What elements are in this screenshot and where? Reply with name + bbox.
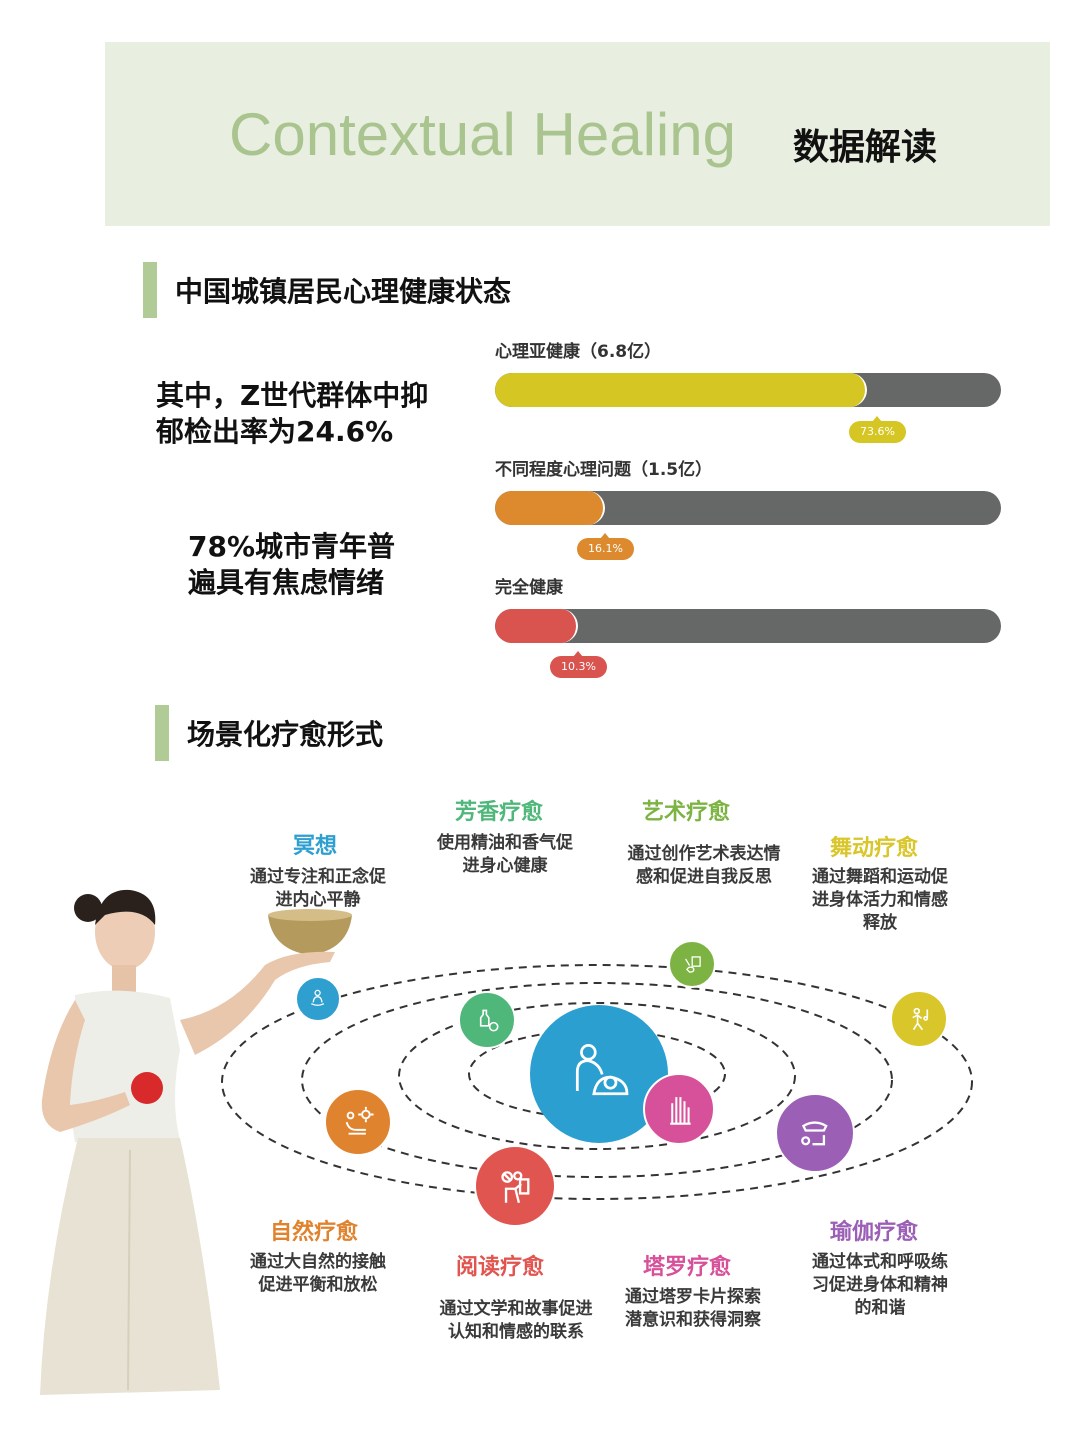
stat-genz-depression: 其中，Z世代群体中抑 郁检出率为24.6% [156, 378, 428, 450]
header-banner: Contextual Healing 数据解读 [105, 42, 1050, 226]
aroma-node [458, 991, 516, 1049]
reading-node [474, 1145, 556, 1227]
yoga-pose-icon [801, 1121, 828, 1146]
bar-label: 完全健康 [495, 578, 563, 598]
therapist-client-icon [575, 1043, 628, 1095]
bar-fill-problems [495, 491, 606, 525]
nature-node [324, 1088, 392, 1156]
header-title-cn: 数据解读 [793, 127, 938, 168]
essential-oil-icon [479, 1009, 499, 1032]
bar-track [495, 373, 1001, 407]
section-heading-healing-forms: 场景化疗愈形式 [155, 705, 383, 761]
section-heading-mental-health: 中国城镇居民心理健康状态 [143, 262, 511, 318]
healing-title-aroma: 芳香疗愈 [455, 800, 544, 825]
healing-desc-reading: 通过文学和故事促进认知和情感的联系 [439, 1299, 593, 1342]
stat-line: 78%城市青年普 [188, 530, 396, 563]
bar-fill-subhealth [495, 373, 868, 407]
healing-title-reading: 阅读疗愈 [456, 1255, 545, 1280]
healing-title-tarot: 塔罗疗愈 [643, 1255, 732, 1280]
healing-title-dance: 舞动疗愈 [830, 836, 919, 861]
bar-value-tag: 16.1% [577, 533, 634, 560]
stat-line: 遍具有焦虑情绪 [188, 566, 385, 599]
reading-icon [500, 1170, 530, 1203]
healing-desc-art: 通过创作艺术表达情感和促进自我反思 [627, 844, 781, 887]
bar-label: 心理亚健康（6.8亿） [495, 342, 662, 362]
bar-value-tag: 73.6% [849, 416, 906, 443]
bar-track [495, 491, 1001, 525]
bar-value-tag: 10.3% [550, 651, 607, 678]
dance-node [890, 990, 948, 1048]
healing-desc-yoga: 通过体式和呼吸练习促进身体和精神的和谐 [812, 1252, 948, 1318]
healing-title-nature: 自然疗愈 [270, 1220, 359, 1245]
healing-desc-meditation: 通过专注和正念促进内心平静 [250, 867, 386, 910]
bar-label: 不同程度心理问题（1.5亿） [495, 460, 713, 480]
stat-youth-anxiety: 78%城市青年普 遍具有焦虑情绪 [188, 529, 395, 601]
meditation-icon [311, 990, 325, 1007]
dancer-icon [912, 1007, 928, 1031]
art-node [668, 940, 716, 988]
section-accent-bar [155, 705, 169, 761]
section-accent-bar [143, 262, 157, 318]
sunbathing-icon [345, 1106, 374, 1135]
healing-title-yoga: 瑜伽疗愈 [830, 1220, 919, 1245]
bar-track [495, 609, 1001, 643]
bar-fill-healthy [495, 609, 578, 643]
meditation-node [295, 976, 341, 1022]
section-title: 场景化疗愈形式 [187, 718, 384, 751]
yoga-node [775, 1093, 855, 1173]
stat-line: 郁检出率为24.6% [156, 415, 394, 448]
healing-desc-tarot: 通过塔罗卡片探索潜意识和获得洞察 [625, 1287, 761, 1330]
tarot-node [643, 1073, 715, 1145]
header-title-en: Contextual Healing [229, 101, 736, 168]
healing-desc-dance: 通过舞蹈和运动促进身体活力和情感释放 [812, 867, 948, 933]
healing-desc-nature: 通过大自然的接触促进平衡和放松 [250, 1252, 386, 1295]
healing-title-art: 艺术疗愈 [642, 800, 731, 825]
section-title: 中国城镇居民心理健康状态 [175, 275, 512, 308]
woman-with-singing-bowl-illustration [40, 889, 352, 1395]
tarot-hand-icon [669, 1096, 691, 1125]
stat-line: 其中，Z世代群体中抑 [156, 379, 429, 412]
healing-desc-aroma: 使用精油和香气促进身心健康 [437, 833, 573, 876]
healing-title-meditation: 冥想 [293, 834, 338, 859]
art-palette-icon [684, 956, 701, 973]
